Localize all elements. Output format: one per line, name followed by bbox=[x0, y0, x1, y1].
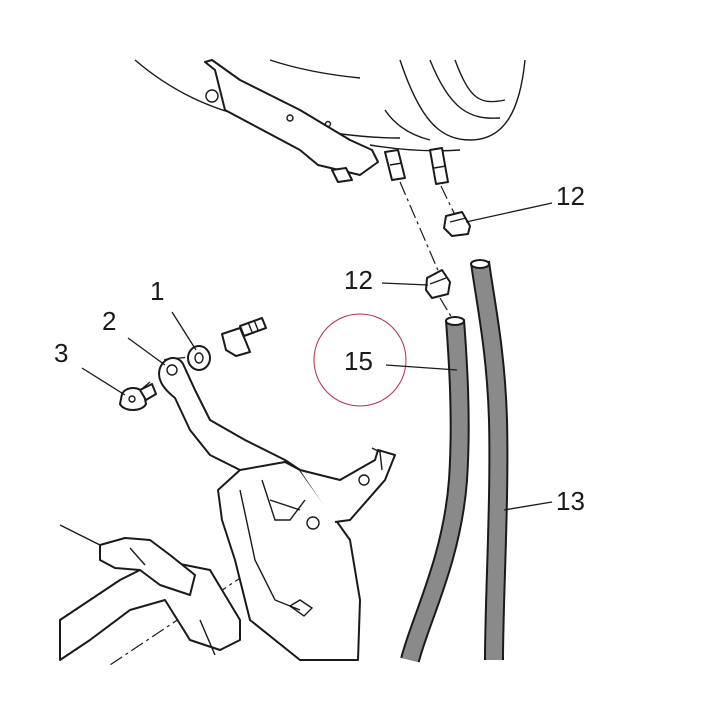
hose-clamp-lower bbox=[425, 269, 451, 299]
callout-1: 1 bbox=[150, 276, 164, 306]
callout-13: 13 bbox=[556, 486, 585, 516]
callout-15-highlight bbox=[313, 313, 407, 407]
screw bbox=[119, 383, 157, 411]
mounting-bolt bbox=[221, 317, 267, 357]
leader-lines bbox=[81, 202, 553, 511]
callout-2: 2 bbox=[102, 306, 116, 336]
hose-15 bbox=[400, 316, 470, 663]
washer bbox=[187, 345, 211, 371]
callout-15: 15 bbox=[344, 346, 373, 376]
callout-3: 3 bbox=[54, 338, 68, 368]
holder-body bbox=[217, 447, 396, 661]
callout-labels: 1 2 3 12 12 13 15 bbox=[54, 181, 585, 516]
hose-clamp-upper bbox=[443, 211, 471, 237]
callout-12-upper: 12 bbox=[556, 181, 585, 211]
lower-frame bbox=[59, 524, 241, 661]
upper-housing bbox=[134, 59, 526, 185]
hose-13 bbox=[470, 259, 509, 661]
callout-12-lower: 12 bbox=[344, 265, 373, 295]
